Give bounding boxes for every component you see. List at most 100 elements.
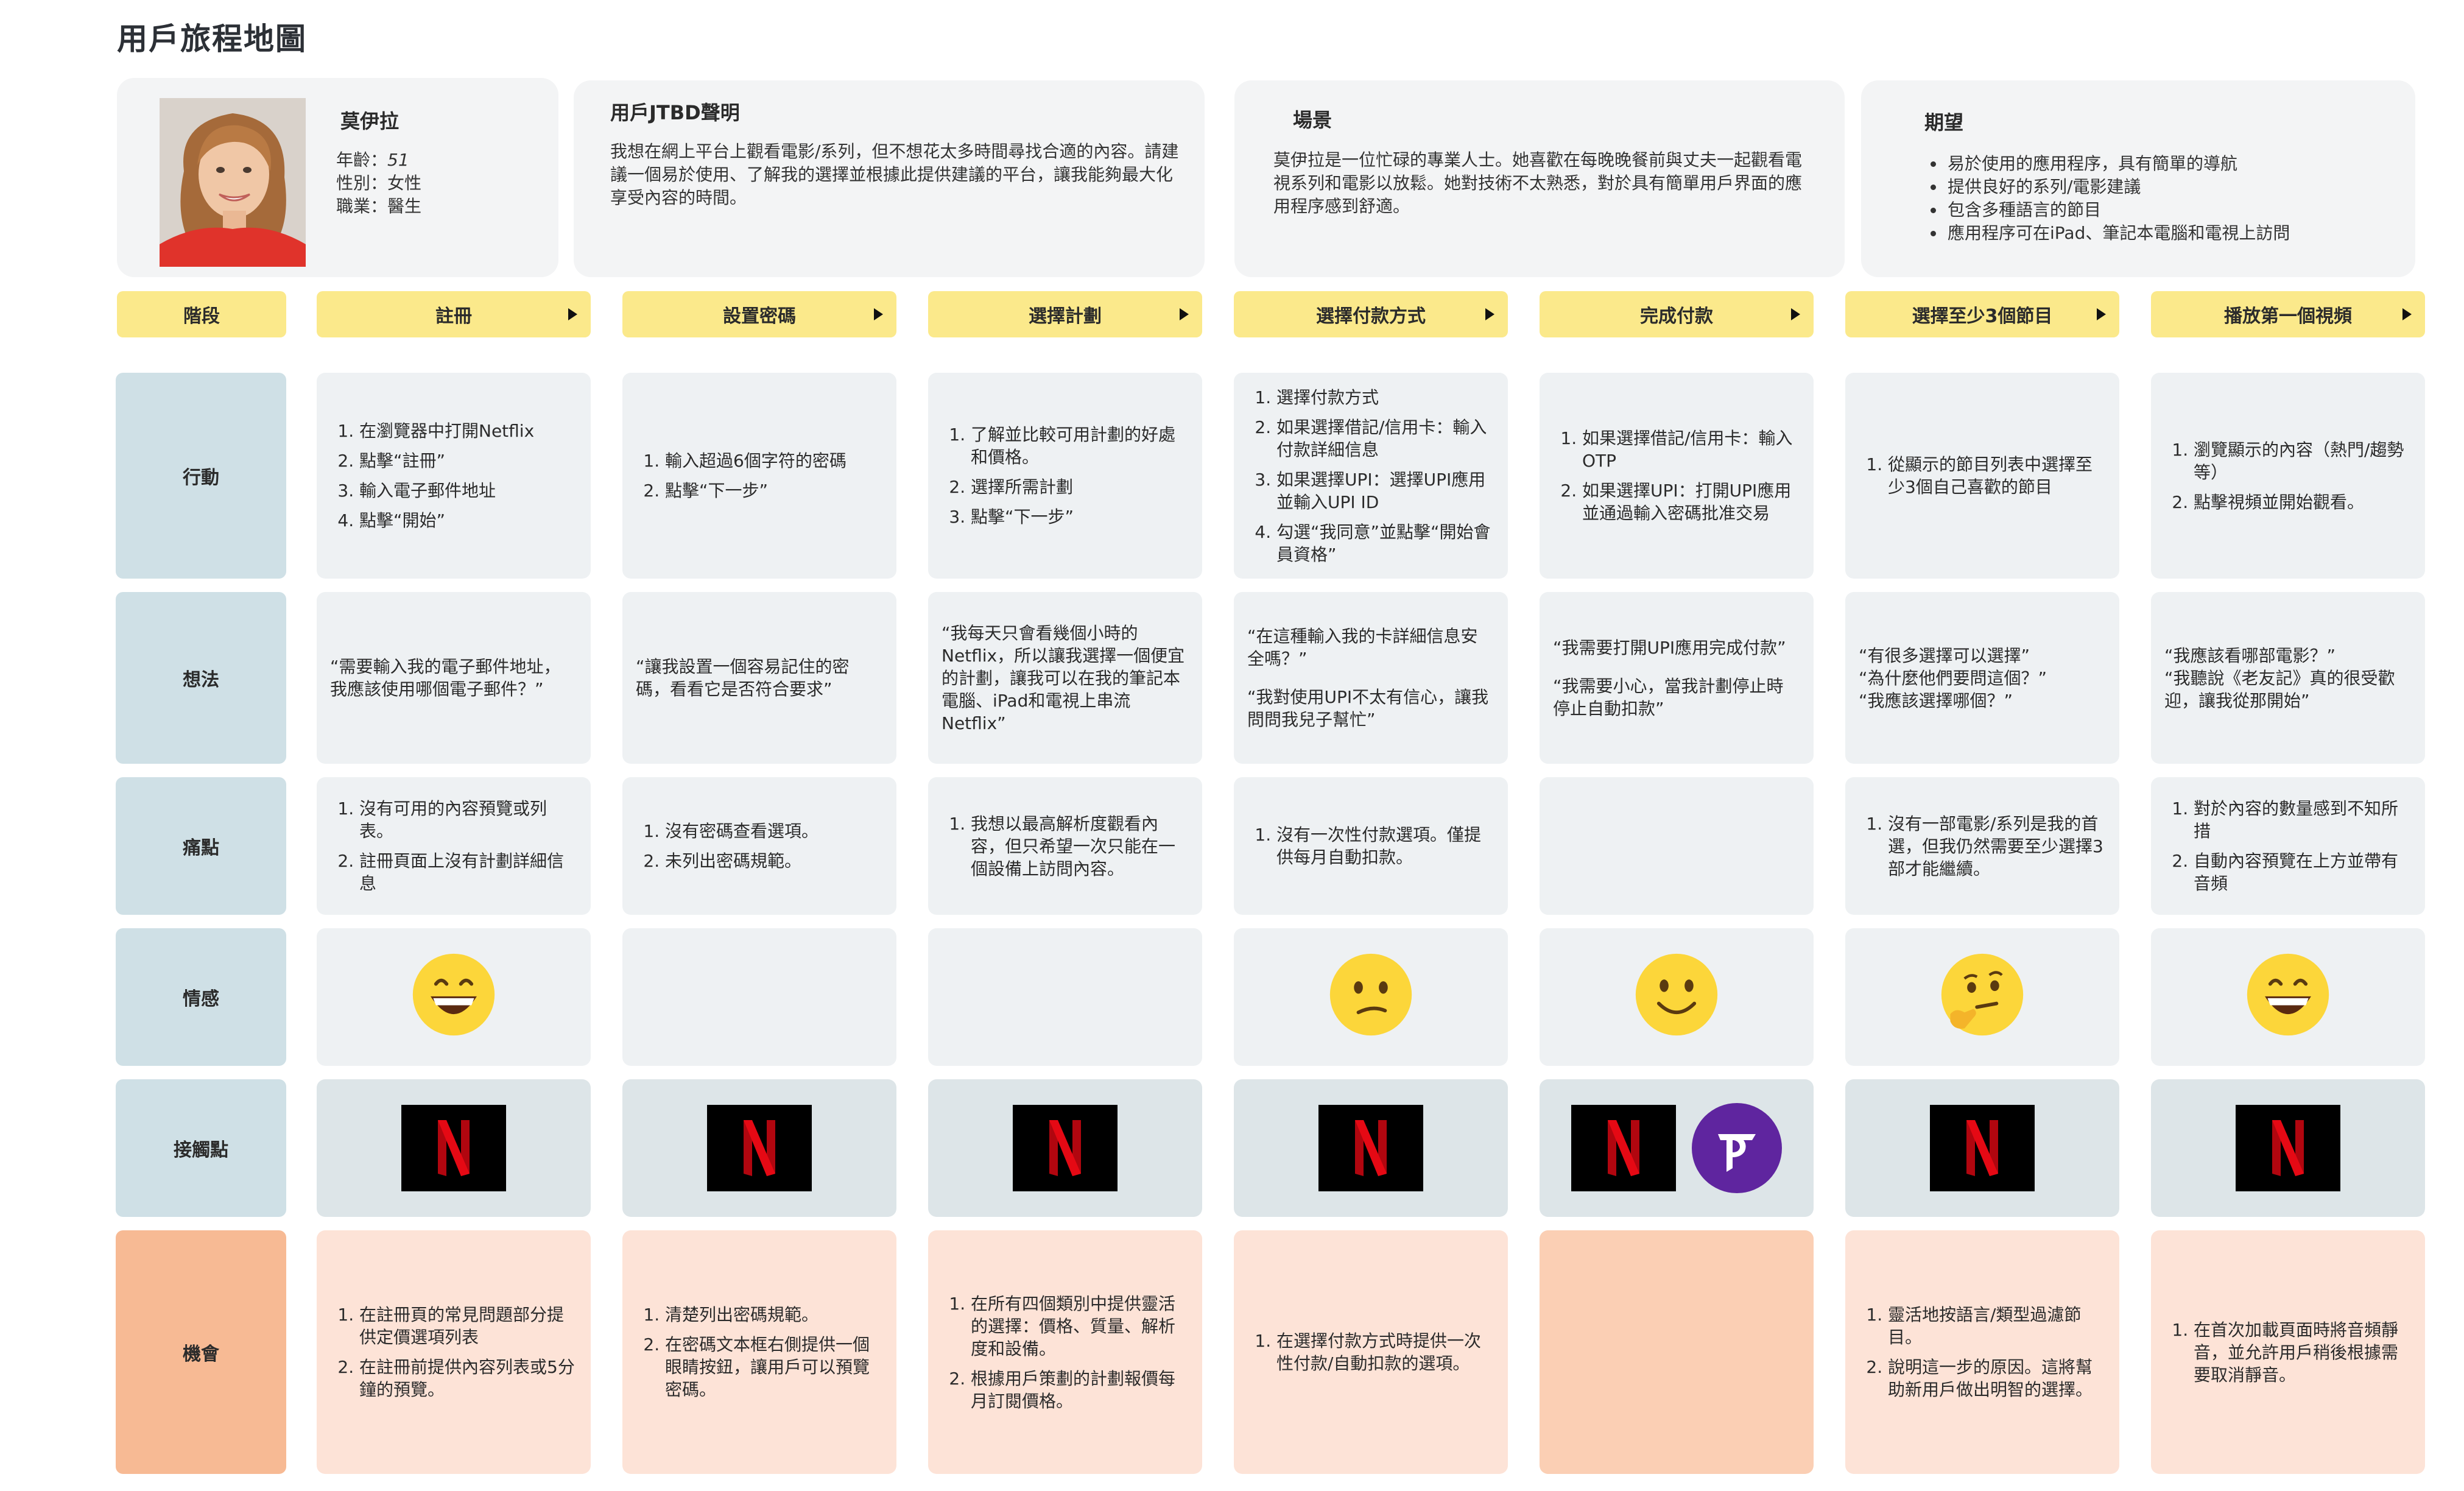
action-cell: 了解並比較可用計劃的好處和價格。選擇所需計劃點擊“下一步” (928, 373, 1202, 579)
thought-quote: “我需要小心，當我計劃停止時停止自動扣款” (1553, 675, 1784, 719)
action-list: 選擇付款方式如果選擇借記/信用卡：輸入付款詳細信息如果選擇UPI：選擇UPI應用… (1252, 386, 1492, 566)
opportunity-cell: 在首次加載頁面時將音頻靜音，並允許用戶稍後根據需要取消靜音。 (2151, 1230, 2425, 1474)
opportunity-step: 在所有四個類別中提供靈活的選擇：價格、質量、解析度和設備。 (971, 1292, 1186, 1360)
thought-quote: “我每天只會看幾個小時的Netflix，所以讓我選擇一個便宜的計劃，讓我可以在我… (942, 622, 1185, 733)
touchpoint-cell (1845, 1079, 2119, 1217)
action-step: 點擊“開始” (359, 509, 534, 532)
scene-card: 場景 莫伊拉是一位忙碌的專業人士。她喜歡在每晚晚餐前與丈夫一起觀看電視系列和電影… (1234, 80, 1845, 277)
thought-quote: “有很多選擇可以選擇” “為什麼他們要問這個？” “我應該選擇哪個？” (1859, 645, 2047, 711)
stage-4[interactable]: 選擇付款方式 (1234, 291, 1508, 337)
pain-cell: 沒有可用的內容預覽或列表。註冊頁面上沒有計劃詳細信息 (317, 777, 591, 915)
stage-header: 階段 (117, 291, 286, 337)
stage-1[interactable]: 註冊 (317, 291, 591, 337)
row-label-emotion: 情感 (116, 928, 286, 1066)
grinning-face-icon (2244, 950, 2332, 1045)
action-step: 輸入超過6個字符的密碼 (665, 449, 847, 472)
thought-quotes: “讓我設置一個容易記住的密碼，看看它是否符合要求” (636, 655, 882, 700)
opportunity-list: 靈活地按語言/類型過濾節目。說明這一步的原因。這將幫助新用戶做出明智的選擇。 (1864, 1303, 2103, 1401)
touchpoint-logos (401, 1105, 506, 1191)
pain-step: 沒有一部電影/系列是我的首選，但我仍然需要至少選擇3部才能繼續。 (1888, 812, 2103, 880)
thought-cell: “我每天只會看幾個小時的Netflix，所以讓我選擇一個便宜的計劃，讓我可以在我… (928, 592, 1202, 764)
pain-step: 沒有一次性付款選項。僅提供每月自動扣款。 (1276, 823, 1492, 869)
thought-quote: “在這種輸入我的卡詳細信息安全嗎？” (1247, 626, 1478, 669)
action-step: 了解並比較可用計劃的好處和價格。 (971, 423, 1186, 468)
play-icon (1485, 308, 1494, 320)
action-list: 輸入超過6個字符的密碼點擊“下一步” (641, 449, 847, 502)
touchpoint-cell (317, 1079, 591, 1217)
scene-text: 莫伊拉是一位忙碌的專業人士。她喜歡在每晚晚餐前與丈夫一起觀看電視系列和電影以放鬆… (1273, 150, 1803, 216)
thought-cell: “我需要打開UPI應用完成付款”“我需要小心，當我計劃停止時停止自動扣款” (1540, 592, 1814, 764)
action-step: 輸入電子郵件地址 (359, 479, 534, 502)
stage-7[interactable]: 播放第一個視頻 (2151, 291, 2425, 337)
pain-step: 自動內容預覽在上方並帶有音頻 (2194, 850, 2409, 895)
emotion-cell (928, 928, 1202, 1066)
stage-5[interactable]: 完成付款 (1540, 291, 1814, 337)
action-step: 選擇所需計劃 (971, 476, 1186, 498)
action-step: 從顯示的節目列表中選擇至少3個自己喜歡的節目 (1888, 453, 2103, 498)
thought-quotes: “我每天只會看幾個小時的Netflix，所以讓我選擇一個便宜的計劃，讓我可以在我… (942, 622, 1188, 735)
pain-list: 沒有一次性付款選項。僅提供每月自動扣款。 (1252, 823, 1492, 869)
emotion-cell (2151, 928, 2425, 1066)
opportunity-step: 在密碼文本框右側提供一個眼睛按鈕，讓用戶可以預覽密碼。 (665, 1333, 881, 1401)
touchpoint-cell (622, 1079, 896, 1217)
action-step: 點擊“註冊” (359, 449, 534, 472)
pain-cell (1540, 777, 1814, 915)
pain-list: 我想以最高解析度觀看內容，但只希望一次只能在一個設備上訪問內容。 (946, 812, 1186, 880)
opportunity-step: 在註冊前提供內容列表或5分鐘的預覽。 (359, 1356, 575, 1401)
opportunity-cell: 靈活地按語言/類型過濾節目。說明這一步的原因。這將幫助新用戶做出明智的選擇。 (1845, 1230, 2119, 1474)
stage-6[interactable]: 選擇至少3個節目 (1845, 291, 2119, 337)
opportunity-list: 清楚列出密碼規範。在密碼文本框右側提供一個眼睛按鈕，讓用戶可以預覽密碼。 (641, 1303, 881, 1401)
opportunity-step: 在註冊頁的常見問題部分提供定價選項列表 (359, 1303, 575, 1348)
expectation-item: 應用程序可在iPad、筆記本電腦和電視上訪問 (1945, 222, 2402, 245)
pain-step: 註冊頁面上沒有計劃詳細信息 (359, 850, 575, 895)
netflix-logo-icon (1318, 1105, 1423, 1191)
pain-cell: 沒有密碼查看選項。未列出密碼規範。 (622, 777, 896, 915)
thought-quotes: “需要輸入我的電子郵件地址，我應該使用哪個電子郵件？” (330, 655, 576, 700)
thought-quote: “讓我設置一個容易記住的密碼，看看它是否符合要求” (636, 657, 850, 699)
persona-photo (160, 98, 306, 267)
netflix-logo-icon (707, 1105, 812, 1191)
confused-face-icon (1326, 950, 1415, 1045)
opportunity-list: 在所有四個類別中提供靈活的選擇：價格、質量、解析度和設備。根據用戶策劃的計劃報價… (946, 1292, 1186, 1412)
action-step: 如果選擇借記/信用卡：輸入付款詳細信息 (1276, 416, 1492, 461)
opportunity-step: 根據用戶策劃的計劃報價每月訂閱價格。 (971, 1367, 1186, 1412)
grinning-face-icon (409, 950, 498, 1045)
pain-cell: 沒有一次性付款選項。僅提供每月自動扣款。 (1234, 777, 1508, 915)
thought-quotes: “在這種輸入我的卡詳細信息安全嗎？”“我對使用UPI不太有信心，讓我問問我兒子幫… (1247, 625, 1493, 731)
emotion-cell (1540, 928, 1814, 1066)
thinking-face-icon (1938, 950, 2027, 1045)
stage-2[interactable]: 設置密碼 (622, 291, 896, 337)
action-list: 從顯示的節目列表中選擇至少3個自己喜歡的節目 (1864, 453, 2103, 498)
expectation-item: 包含多種語言的節目 (1945, 199, 2402, 222)
opportunity-cell: 清楚列出密碼規範。在密碼文本框右側提供一個眼睛按鈕，讓用戶可以預覽密碼。 (622, 1230, 896, 1474)
action-step: 在瀏覽器中打開Netflix (359, 420, 534, 442)
thought-cell: “有很多選擇可以選擇” “為什麼他們要問這個？” “我應該選擇哪個？” (1845, 592, 2119, 764)
jtbd-card: 用戶JTBD聲明 我想在網上平台上觀看電影/系列，但不想花太多時間尋找合適的內容… (574, 80, 1205, 277)
thought-cell: “需要輸入我的電子郵件地址，我應該使用哪個電子郵件？” (317, 592, 591, 764)
touchpoint-logos (1571, 1103, 1782, 1193)
stage-label: 設置密碼 (723, 306, 796, 327)
row-label-pain: 痛點 (116, 777, 286, 915)
touchpoint-logos (1318, 1105, 1423, 1191)
gender: 性別：女性 (336, 173, 422, 193)
opportunity-step: 清楚列出密碼規範。 (665, 1303, 881, 1326)
action-step: 如果選擇借記/信用卡：輸入OTP (1582, 427, 1798, 472)
action-cell: 輸入超過6個字符的密碼點擊“下一步” (622, 373, 896, 579)
stage-label: 註冊 (435, 306, 472, 327)
action-list: 如果選擇借記/信用卡：輸入OTP如果選擇UPI：打開UPI應用並通過輸入密碼批准… (1558, 427, 1798, 524)
pain-list: 對於內容的數量感到不知所措自動內容預覽在上方並帶有音頻 (2169, 797, 2409, 895)
job: 職業：醫生 (336, 196, 422, 216)
netflix-logo-icon (401, 1105, 506, 1191)
emotion-cell (1234, 928, 1508, 1066)
touchpoint-cell (928, 1079, 1202, 1217)
touchpoint-logos (1013, 1105, 1118, 1191)
play-icon (1180, 308, 1189, 320)
action-cell: 瀏覽顯示的內容（熱門/趨勢等）點擊視頻並開始觀看。 (2151, 373, 2425, 579)
opportunity-step: 在選擇付款方式時提供一次性付款/自動扣款的選項。 (1276, 1330, 1492, 1375)
pain-cell: 對於內容的數量感到不知所措自動內容預覽在上方並帶有音頻 (2151, 777, 2425, 915)
pain-step: 我想以最高解析度觀看內容，但只希望一次只能在一個設備上訪問內容。 (971, 812, 1186, 880)
opportunity-step: 靈活地按語言/類型過濾節目。 (1888, 1303, 2103, 1348)
emotion-cell (317, 928, 591, 1066)
stage-3[interactable]: 選擇計劃 (928, 291, 1202, 337)
action-list: 在瀏覽器中打開Netflix 點擊“註冊” 輸入電子郵件地址點擊“開始” (335, 420, 534, 532)
